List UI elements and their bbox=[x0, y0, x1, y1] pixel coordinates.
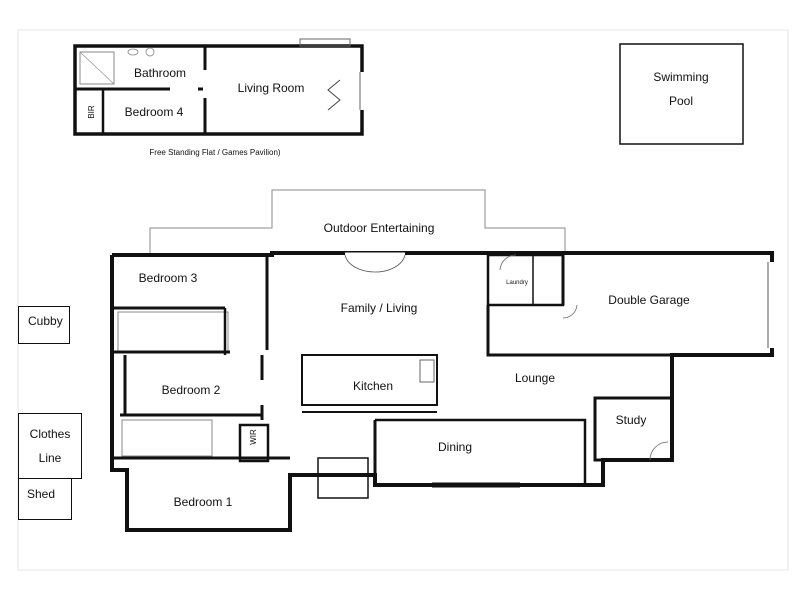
study-walls bbox=[593, 396, 674, 462]
garage-door-swing bbox=[562, 304, 578, 319]
flat-toilet bbox=[145, 47, 155, 57]
label-clothes: Clothes bbox=[29, 427, 71, 441]
label-family-living: Family / Living bbox=[341, 301, 418, 315]
label-study: Study bbox=[616, 413, 647, 427]
flat-bifold-door bbox=[327, 79, 341, 111]
dining-walls bbox=[375, 418, 587, 485]
shed-box: Shed bbox=[18, 478, 72, 520]
laundry-door-swing bbox=[499, 254, 517, 271]
label-pool-line2: Pool bbox=[669, 94, 693, 108]
label-shed: Shed bbox=[27, 487, 56, 501]
label-double-garage: Double Garage bbox=[608, 293, 690, 307]
label-laundry: Laundry bbox=[506, 280, 528, 286]
label-bedroom-3: Bedroom 3 bbox=[139, 271, 198, 285]
outer-wall bbox=[110, 251, 774, 532]
flat-shower-cross bbox=[79, 51, 115, 85]
label-bedroom-1: Bedroom 1 bbox=[174, 495, 233, 509]
labels: Bathroom Bedroom 4 BIR Living Room Free … bbox=[87, 66, 709, 509]
label-dining: Dining bbox=[438, 440, 472, 454]
garage-bottom-wall bbox=[486, 305, 672, 357]
label-wir: WIR bbox=[249, 429, 258, 445]
flat-window-top bbox=[299, 38, 351, 47]
wir-walls bbox=[238, 423, 270, 463]
label-kitchen: Kitchen bbox=[353, 379, 393, 393]
label-bathroom: Bathroom bbox=[134, 66, 186, 80]
ensuite1-fixtures bbox=[121, 419, 213, 457]
study-door-swing bbox=[649, 441, 669, 461]
swimming-pool bbox=[619, 43, 744, 145]
kitchen-bench bbox=[301, 354, 438, 406]
label-bedroom-4: Bedroom 4 bbox=[125, 105, 184, 119]
flat-building bbox=[73, 38, 364, 136]
flat-basin bbox=[127, 48, 139, 56]
cubby-box: Cubby bbox=[18, 306, 70, 344]
flat-caption: Free Standing Flat / Games Pavilion) bbox=[149, 148, 281, 157]
label-cubby: Cubby bbox=[28, 314, 63, 328]
ensuite3-fixtures bbox=[117, 311, 229, 353]
label-pool-line1: Swimming bbox=[653, 70, 708, 84]
label-bir: BIR bbox=[87, 105, 96, 119]
flat-shower bbox=[79, 51, 115, 85]
page-frame bbox=[17, 29, 789, 571]
outdoor-entertaining-outline bbox=[149, 189, 566, 253]
main-house bbox=[110, 189, 775, 532]
label-living-room: Living Room bbox=[238, 81, 305, 95]
kitchen-cooktop bbox=[419, 359, 435, 383]
clothes-line-box: Clothes Line bbox=[18, 413, 82, 479]
label-outdoor-entertaining: Outdoor Entertaining bbox=[324, 221, 435, 235]
label-bedroom-2: Bedroom 2 bbox=[162, 383, 221, 397]
label-line: Line bbox=[38, 451, 62, 465]
entry-porch bbox=[317, 457, 369, 499]
family-french-doors bbox=[344, 254, 406, 273]
label-lounge: Lounge bbox=[515, 371, 555, 385]
